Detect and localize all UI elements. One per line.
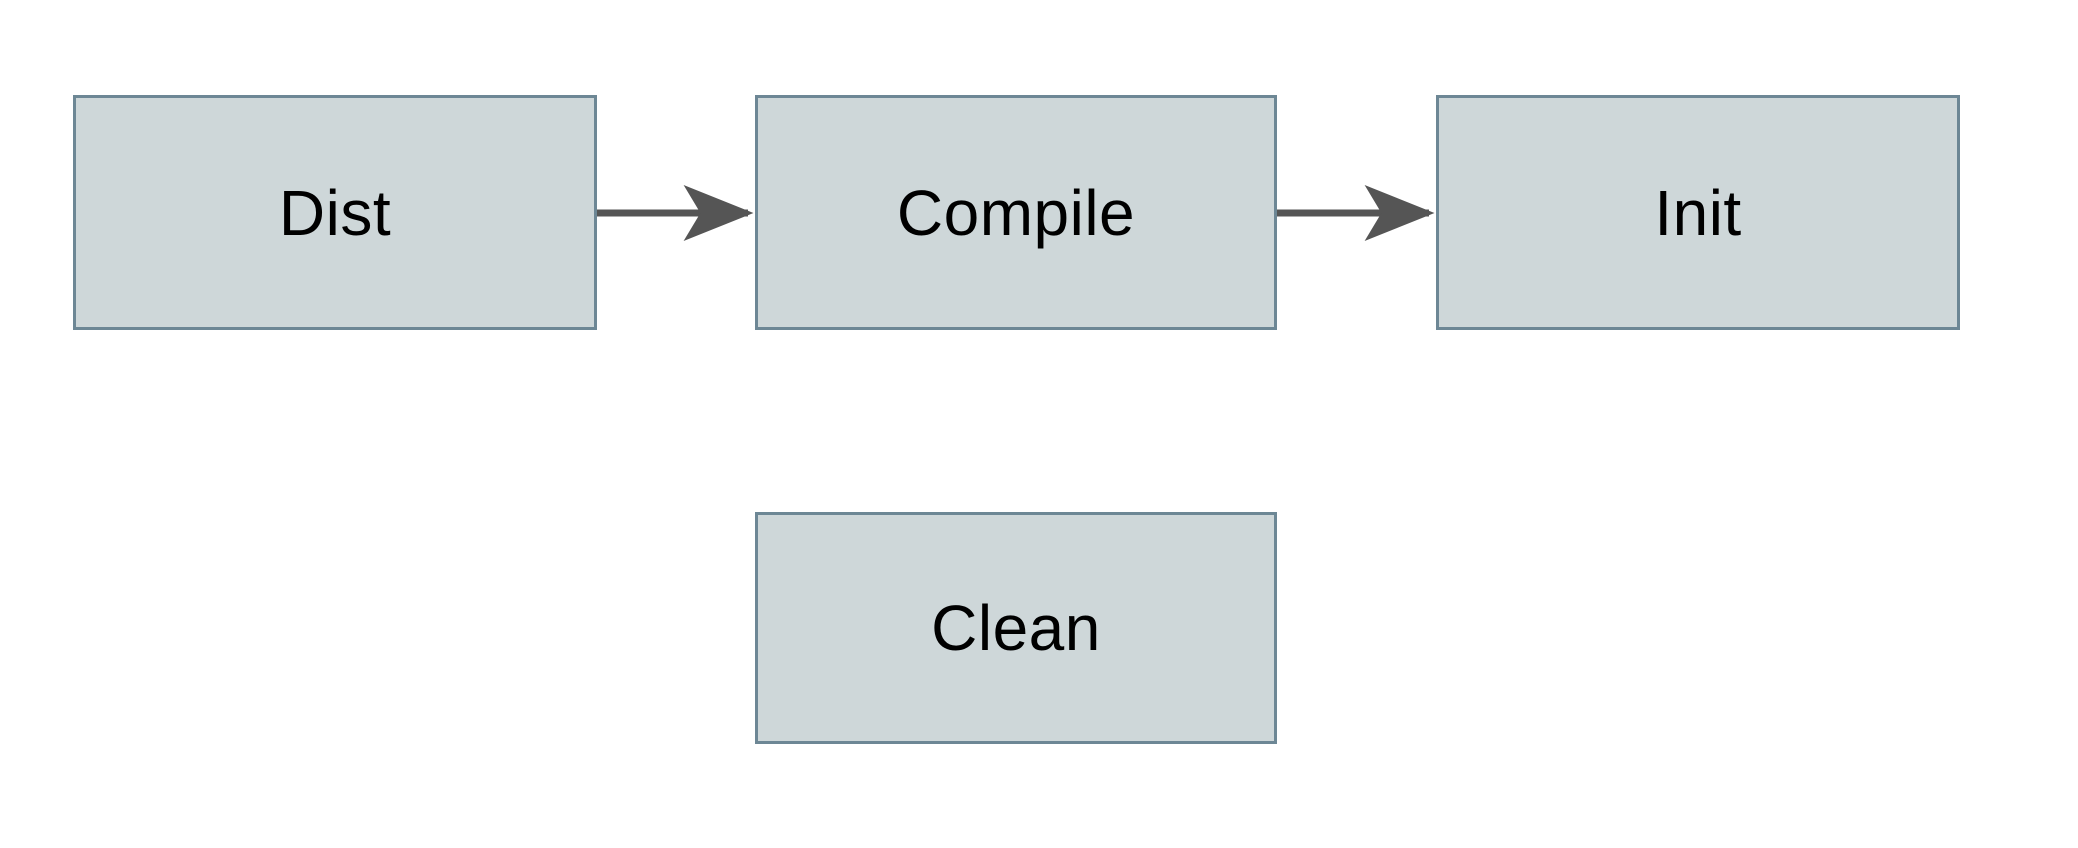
node-init[interactable]: Init bbox=[1436, 95, 1960, 330]
node-label-dist: Dist bbox=[278, 176, 392, 249]
node-clean[interactable]: Clean bbox=[755, 512, 1277, 744]
node-dist[interactable]: Dist bbox=[73, 95, 597, 330]
node-label-compile: Compile bbox=[896, 176, 1136, 249]
node-label-clean: Clean bbox=[931, 592, 1101, 664]
node-compile[interactable]: Compile bbox=[755, 95, 1277, 330]
node-label-init: Init bbox=[1654, 176, 1742, 249]
